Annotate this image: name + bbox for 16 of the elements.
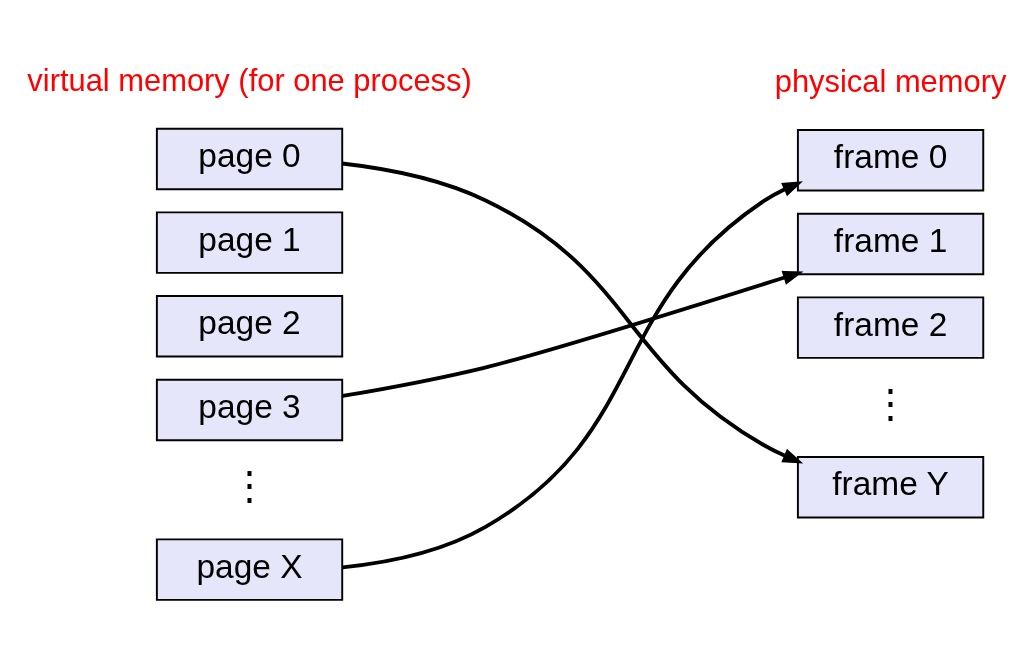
arrow — [342, 270, 804, 398]
node-box: page 1 — [155, 211, 344, 274]
label: ⋮ — [230, 464, 270, 508]
node-box: frame 2 — [796, 296, 985, 359]
node-box: frame 1 — [796, 212, 985, 276]
label: virtual memory (for one process) — [27, 63, 472, 99]
label: physical memory — [774, 64, 1007, 100]
node-box: frame Y — [796, 456, 985, 519]
label: ⋮ — [871, 382, 911, 426]
node-box: page X — [155, 538, 344, 601]
arrow — [342, 161, 804, 464]
node-box: frame 0 — [796, 129, 985, 192]
node-box: page 3 — [155, 378, 344, 442]
node-box: page 0 — [155, 127, 344, 191]
node-box: page 2 — [155, 295, 344, 358]
arrow — [342, 181, 803, 570]
